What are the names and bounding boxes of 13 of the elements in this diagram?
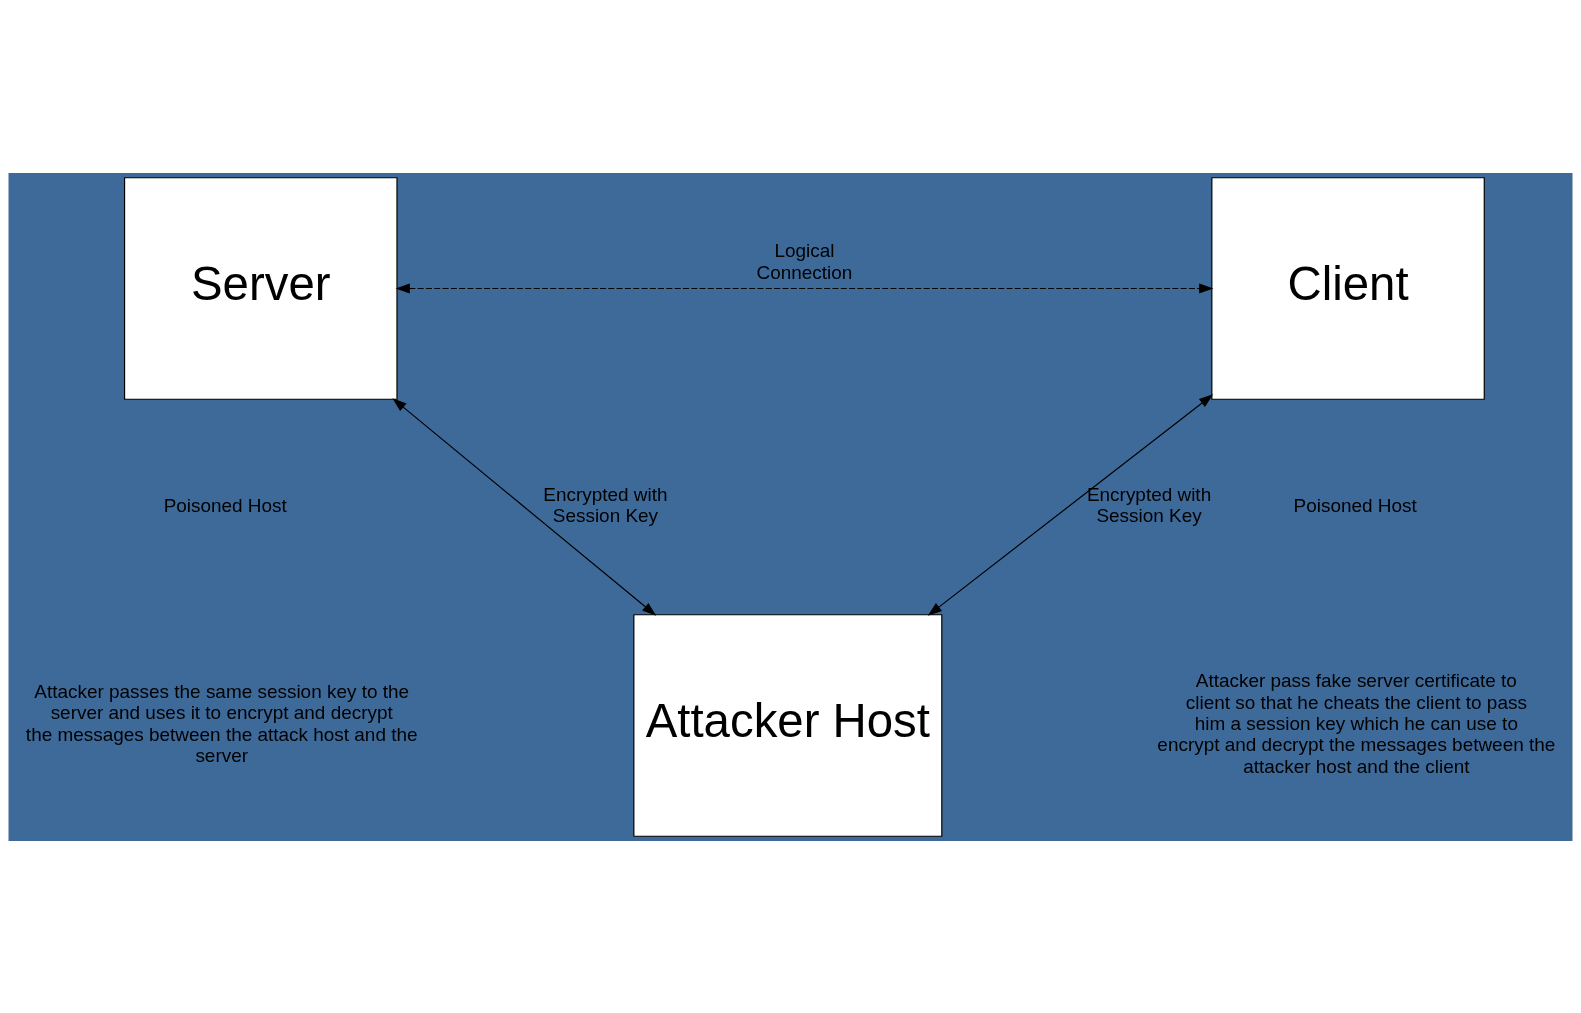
arrow: [927, 393, 1214, 616]
label: Attacker passes the same session key to the server and uses it to encrypt and decrypt the messages between the attack host and the server: [25, 680, 418, 766]
arrow: [395, 283, 1214, 293]
edge-label: Logical Connection: [756, 239, 853, 283]
edge-label: Encrypted with Session Key: [543, 483, 668, 526]
node-box: Client: [1211, 176, 1485, 400]
label: Attacker pass fake server certificate to client so that he cheats the client to pass him a session key which he can use to encrypt and decrypt the messages between the attacker host and the client: [1157, 669, 1556, 777]
node-box: Attacker Host: [633, 613, 943, 837]
edge-label: Encrypted with Session Key: [1086, 483, 1212, 526]
arrow: [392, 397, 657, 616]
label: Poisoned Host: [163, 494, 287, 515]
label: Poisoned Host: [1293, 494, 1417, 515]
node-box: Server: [123, 176, 398, 400]
